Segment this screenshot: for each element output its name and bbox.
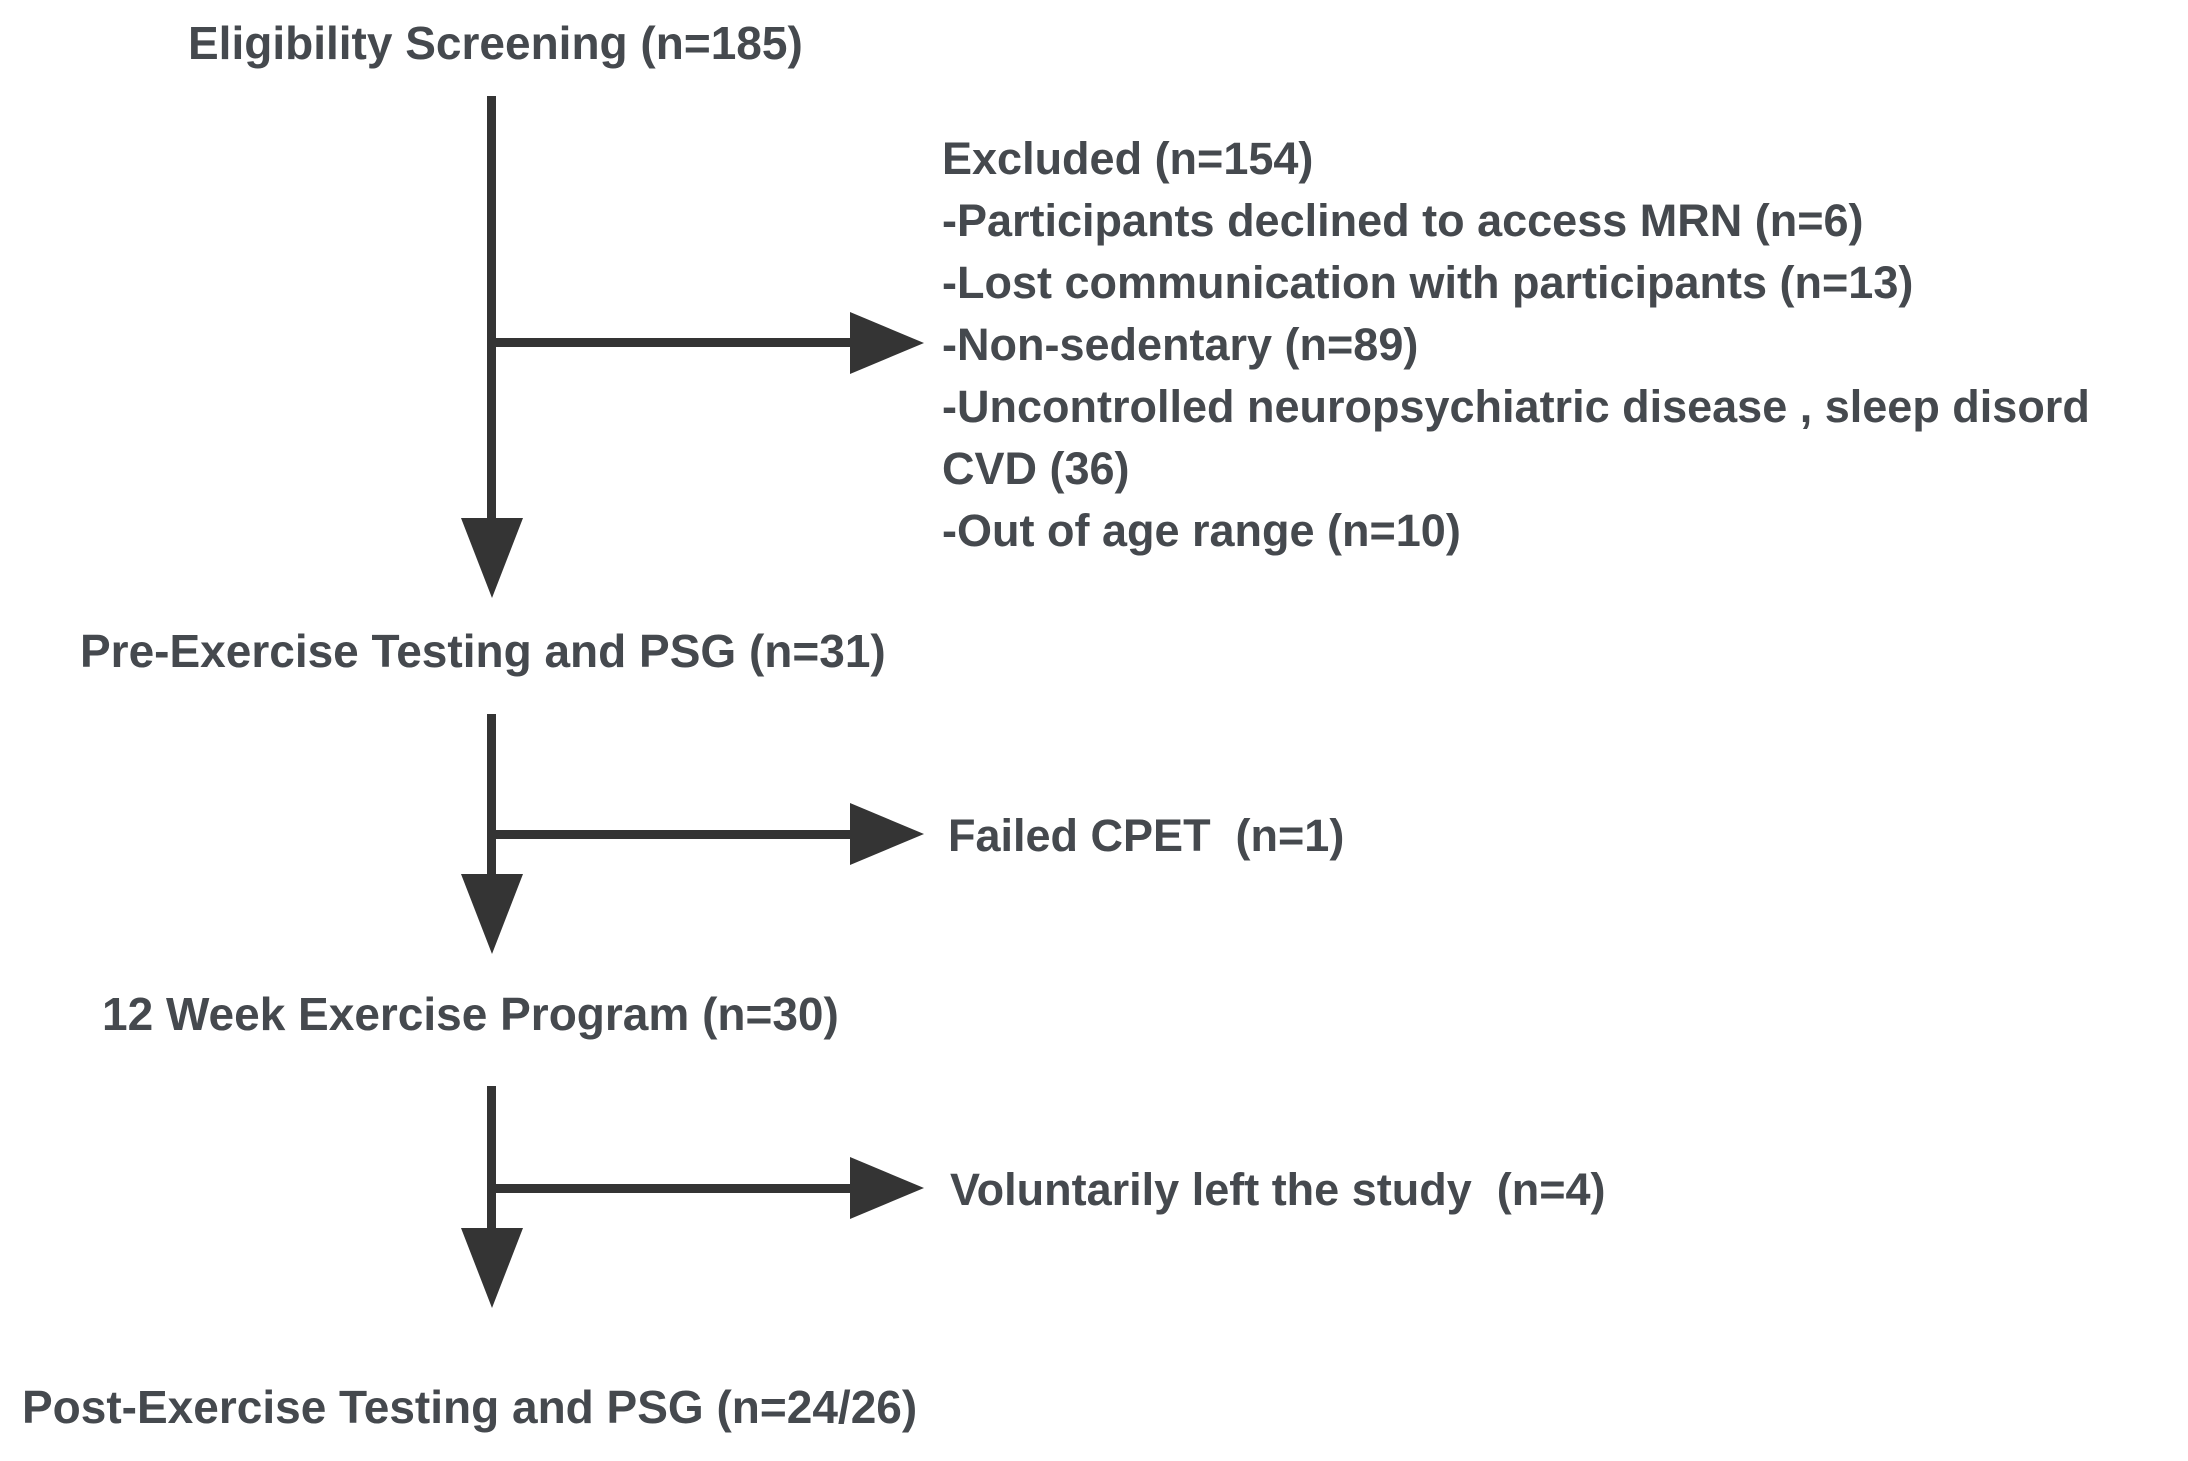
flow-node-eligibility-screening: Eligibility Screening (n=185) (188, 17, 803, 69)
arrow-line-horizontal-voluntarily-left (492, 1184, 852, 1193)
excluded-reason-non-sedentary: -Non-sedentary (n=89) (942, 319, 1419, 370)
flow-node-post-exercise-testing: Post-Exercise Testing and PSG (n=24/26) (22, 1381, 918, 1433)
arrow-line-horizontal-failed-cpet (492, 830, 852, 839)
excluded-list: Excluded (n=154) -Participants declined … (942, 128, 2090, 562)
arrow-right-icon (850, 803, 924, 865)
excluded-reason-out-of-age-range: -Out of age range (n=10) (942, 505, 1461, 556)
arrow-right-icon (850, 1157, 924, 1219)
voluntarily-left-label: Voluntarily left the study (n=4) (950, 1164, 1606, 1215)
flow-node-pre-exercise-testing: Pre-Exercise Testing and PSG (n=31) (80, 625, 886, 677)
excluded-reason-declined-mrn: -Participants declined to access MRN (n=… (942, 195, 1864, 246)
arrow-line-vertical-2 (487, 714, 496, 882)
excluded-header: Excluded (n=154) (942, 133, 1314, 184)
arrow-down-icon (461, 518, 523, 598)
arrow-down-icon (461, 874, 523, 954)
excluded-reason-cvd: CVD (36) (942, 443, 1130, 494)
failed-cpet-label: Failed CPET (n=1) (948, 810, 1345, 861)
arrow-line-horizontal-excluded (492, 338, 852, 347)
arrow-down-icon (461, 1228, 523, 1308)
flow-node-exercise-program: 12 Week Exercise Program (n=30) (102, 988, 839, 1040)
excluded-reason-uncontrolled-disease: -Uncontrolled neuropsychiatric disease ,… (942, 381, 2090, 432)
excluded-reason-lost-communication: -Lost communication with participants (n… (942, 257, 1914, 308)
arrow-line-vertical-1 (487, 96, 496, 528)
arrow-line-vertical-3 (487, 1086, 496, 1236)
arrow-right-icon (850, 312, 924, 374)
